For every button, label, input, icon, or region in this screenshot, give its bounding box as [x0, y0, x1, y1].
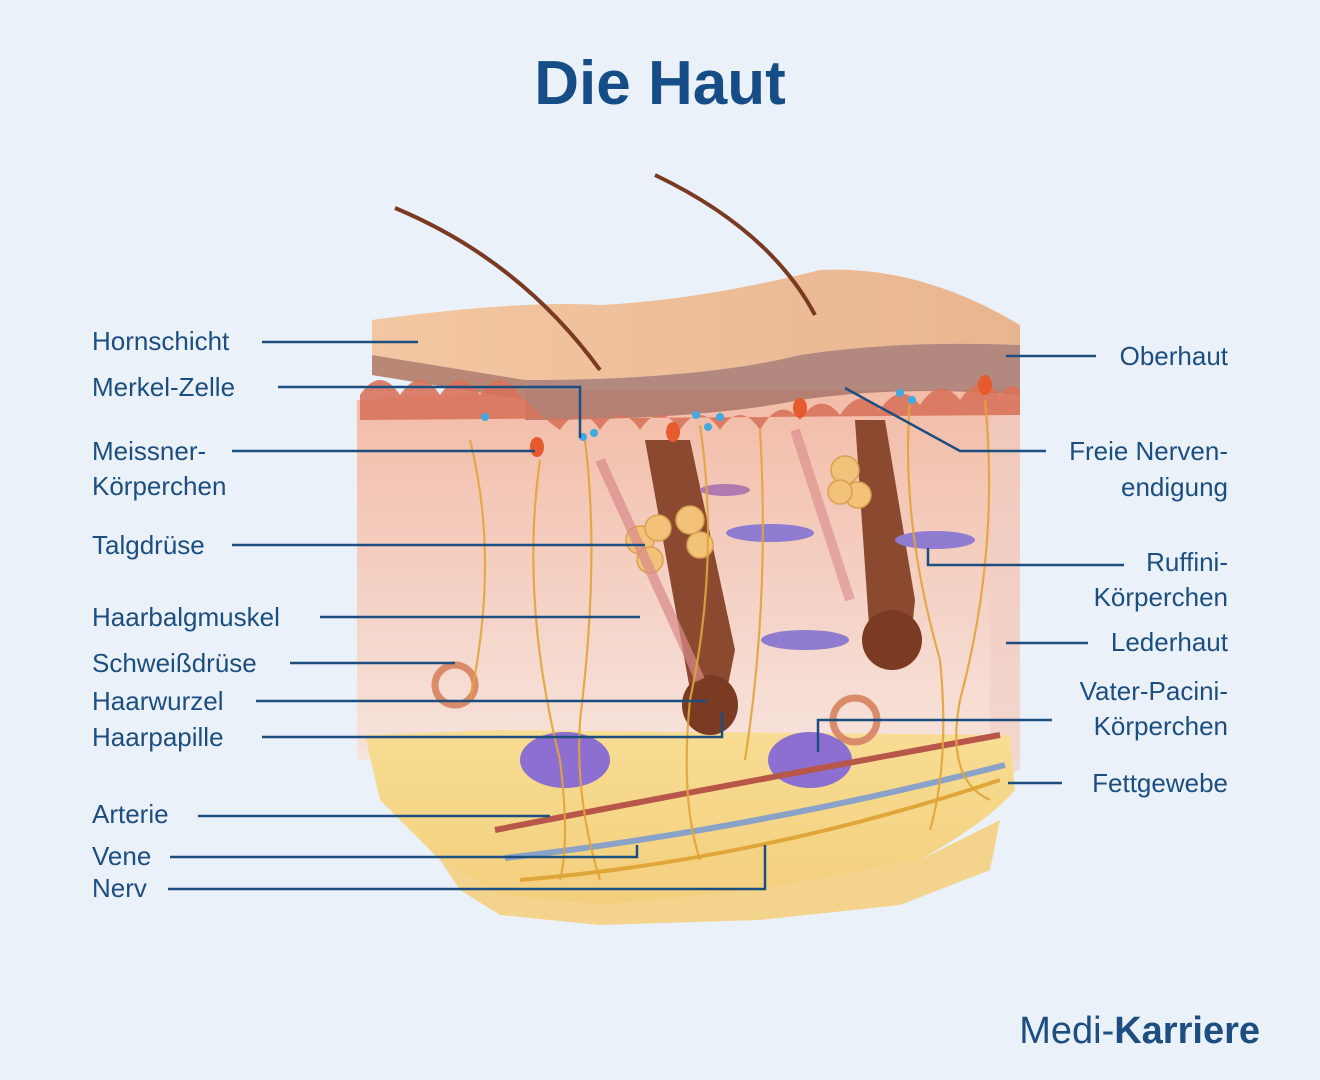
label-ruffini-line1: Ruffini- [1146, 545, 1228, 579]
label-merkel-zelle: Merkel-Zelle [92, 370, 235, 404]
label-vater-pacini-line2: Körperchen [1094, 709, 1228, 743]
label-haarpapille: Haarpapille [92, 720, 224, 754]
label-fettgewebe: Fettgewebe [1092, 766, 1228, 800]
label-vene: Vene [92, 839, 151, 873]
brand-bold: Karriere [1114, 1010, 1260, 1052]
hair-bulb-2 [862, 610, 922, 670]
label-hornschicht: Hornschicht [92, 324, 229, 358]
pacini-2 [768, 732, 852, 788]
label-nerv: Nerv [92, 871, 147, 905]
label-talgdruese: Talgdrüse [92, 528, 205, 562]
label-freie-nerven-line2: endigung [1121, 470, 1228, 504]
brand-prefix: Medi- [1019, 1010, 1114, 1052]
label-meissner-line1: Meissner- [92, 434, 206, 468]
label-schweissdruese: Schweißdrüse [92, 646, 257, 680]
label-meissner-line2: Körperchen [92, 469, 226, 503]
label-haarwurzel: Haarwurzel [92, 684, 224, 718]
label-ruffini-line2: Körperchen [1094, 580, 1228, 614]
label-vater-pacini-line1: Vater-Pacini- [1080, 674, 1228, 708]
ruffini-2 [895, 531, 975, 549]
brand-logo: Medi-Karriere [1019, 1010, 1260, 1053]
label-arterie: Arterie [92, 797, 169, 831]
ruffini-1 [726, 524, 814, 542]
dermis-side [990, 390, 1020, 780]
label-oberhaut: Oberhaut [1120, 339, 1228, 373]
label-lederhaut: Lederhaut [1111, 625, 1228, 659]
pacini-1 [520, 732, 610, 788]
label-freie-nerven-line1: Freie Nerven- [1069, 434, 1228, 468]
label-haarbalgmuskel: Haarbalgmuskel [92, 600, 280, 634]
ruffini-3 [761, 630, 849, 650]
